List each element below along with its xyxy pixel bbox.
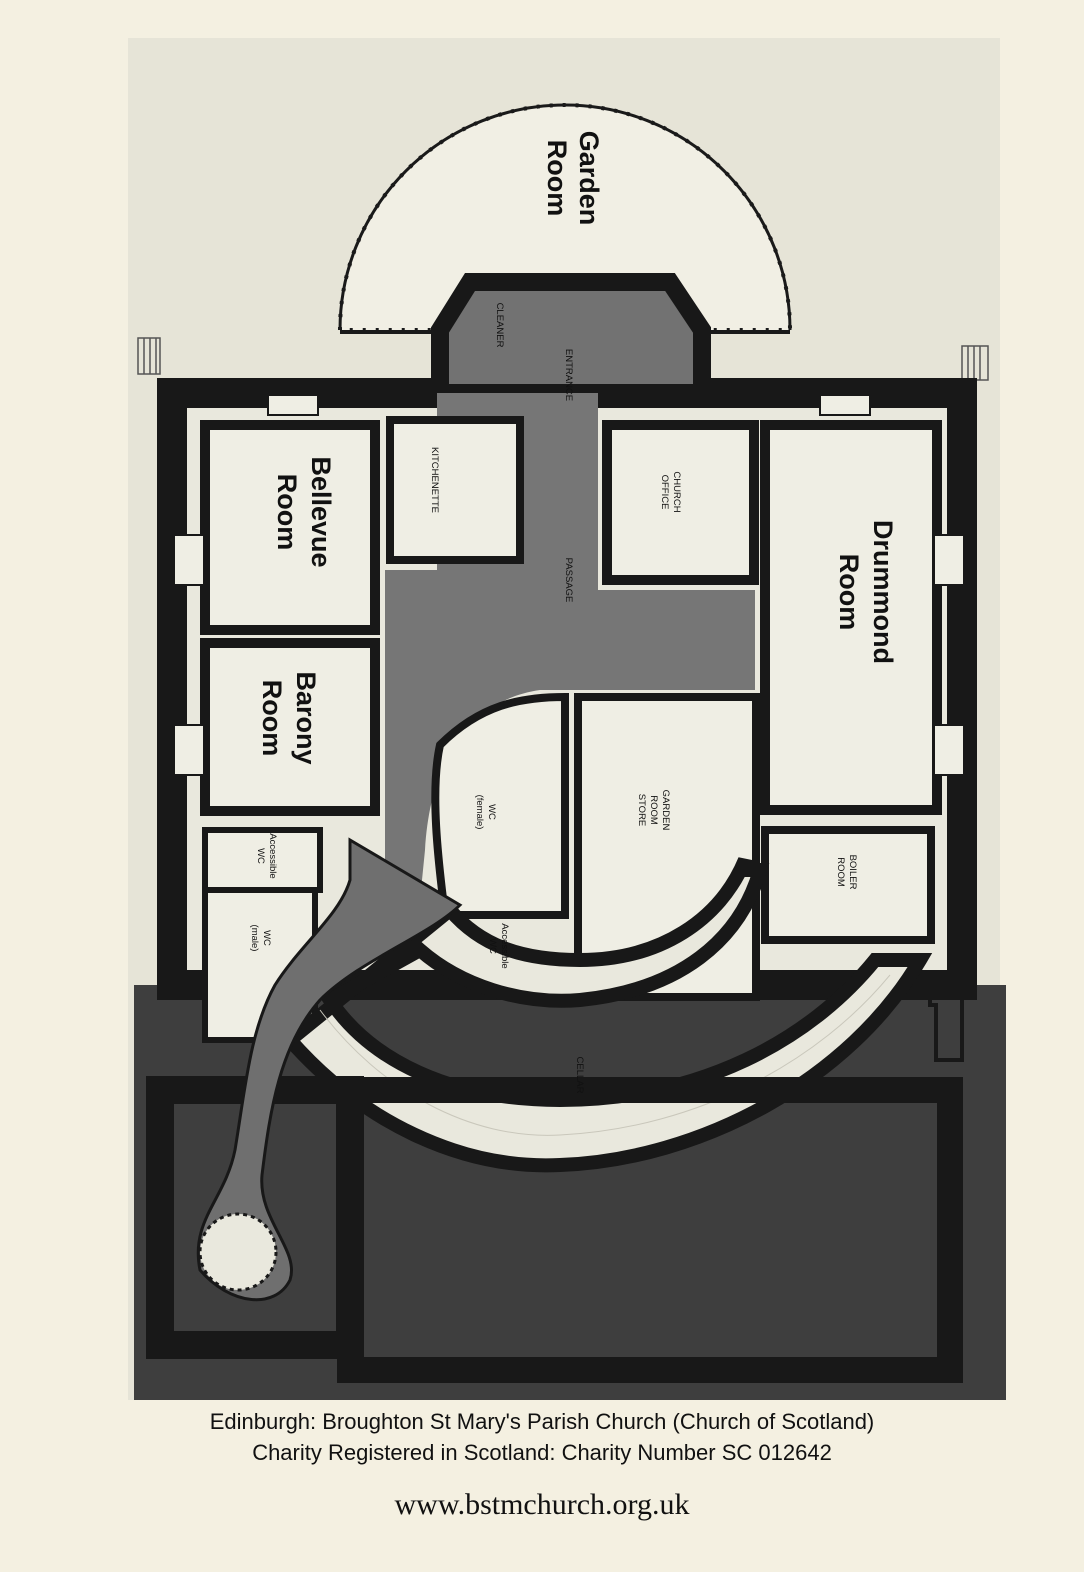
boiler-room-line2: ROOM	[835, 857, 846, 887]
accessible-wc-lower-line1: Accessible	[499, 923, 510, 968]
garden-room-outline	[338, 103, 792, 331]
accessible-wc-upper-line2: WC	[255, 848, 266, 864]
wc-female-label-line2: (female)	[474, 795, 485, 830]
barony-room-label: Barony Room	[257, 671, 321, 764]
windows	[173, 394, 965, 776]
church-office-label-line2: OFFICE	[659, 475, 670, 510]
accessible-wc-lower-line2: WC	[487, 938, 498, 954]
cleaner-label: CLEANER	[494, 303, 505, 348]
garden-room-store-line1: GARDEN	[660, 790, 671, 831]
boiler-room-line1: BOILER	[847, 855, 858, 890]
garden-room-store-label: GARDEN ROOM STORE	[636, 790, 671, 831]
wc-female-label: WC (female)	[474, 795, 497, 830]
garden-room-store-area	[574, 693, 760, 1001]
bellevue-room-label-line2: Room	[272, 474, 302, 551]
entrance-label: ENTRANCE	[563, 349, 574, 401]
barony-room-area	[200, 638, 380, 816]
bellevue-room-area	[200, 420, 380, 635]
boiler-room-area	[761, 826, 935, 944]
church-office-label: CHURCH OFFICE	[659, 471, 682, 512]
garden-room-store-line3: STORE	[636, 794, 647, 827]
accessible-wc-upper-line1: Accessible	[267, 833, 278, 878]
garden-room-label-line1: Garden	[574, 131, 604, 226]
passage-label: PASSAGE	[563, 558, 574, 603]
accessible-wc-upper-label: Accessible WC	[255, 833, 278, 878]
church-office-area	[602, 420, 759, 585]
wc-female-label-line1: WC	[486, 804, 497, 820]
wc-male-label-line1: WC	[261, 930, 272, 946]
kitchenette-area	[386, 416, 524, 564]
garden-room-label-line2: Room	[542, 140, 572, 217]
cellar-label: CELLAR	[574, 1057, 585, 1094]
wc-male-label-line2: (male)	[249, 925, 260, 952]
caption-church-name: Edinburgh: Broughton St Mary's Parish Ch…	[209, 1409, 875, 1434]
accessible-wc-lower-label: Accessible WC	[487, 923, 510, 968]
garden-room-store-line2: ROOM	[648, 795, 659, 825]
spiral-stair	[198, 1212, 278, 1292]
barony-room-label-line2: Room	[257, 680, 287, 757]
wc-female-area	[431, 692, 569, 919]
kitchenette-label: KITCHENETTE	[429, 447, 440, 513]
barony-room-label-line1: Barony	[291, 671, 321, 764]
caption-charity-number: Charity Registered in Scotland: Charity …	[252, 1440, 832, 1465]
garden-room-area	[337, 103, 793, 332]
drummond-room-label: Drummond Room	[834, 520, 898, 664]
bellevue-room-label-line1: Bellevue	[306, 456, 336, 567]
drummond-room-label-line1: Drummond	[868, 520, 898, 664]
drummond-room-label-line2: Room	[834, 554, 864, 631]
website-url: www.bstmchurch.org.uk	[394, 1488, 690, 1521]
church-office-label-line1: CHURCH	[671, 471, 682, 512]
boiler-room-label: BOILER ROOM	[835, 855, 858, 890]
garden-room-label: Garden Room	[542, 131, 604, 226]
basement-main-room	[337, 1077, 963, 1383]
drummond-room-area	[760, 420, 942, 815]
wc-male-label: WC (male)	[249, 925, 272, 952]
steps-left	[137, 337, 161, 375]
bellevue-room-label: Bellevue Room	[272, 456, 336, 567]
